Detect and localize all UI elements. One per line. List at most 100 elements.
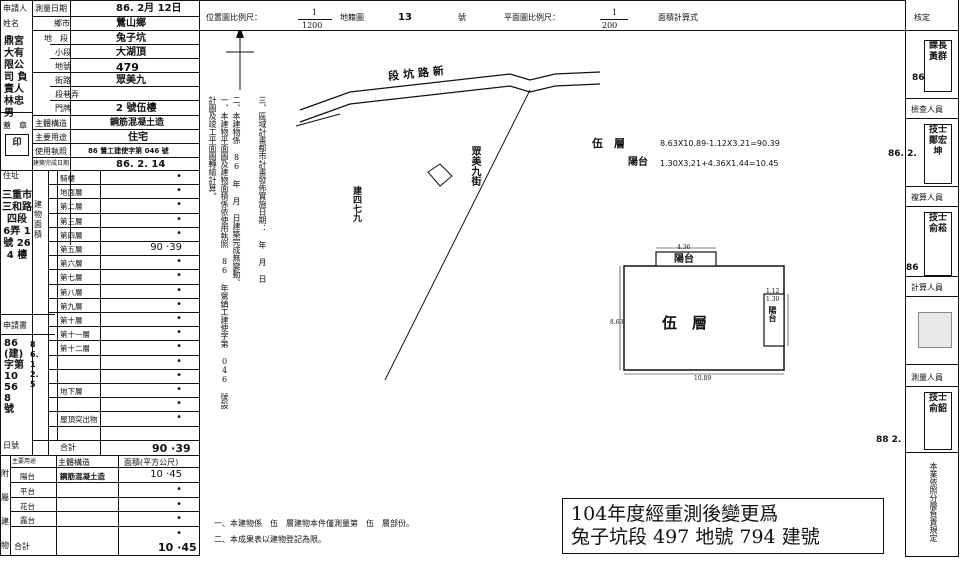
appurtenance-row: 平台• bbox=[10, 481, 200, 498]
cadastral-map-label: 地籍圖 bbox=[340, 13, 364, 22]
app-header-area: 面積(平方公尺) bbox=[124, 458, 179, 467]
township: 鶯山鄉 bbox=[116, 18, 146, 29]
building-footprint bbox=[427, 163, 453, 187]
plan-side-dim1: 1.12 bbox=[766, 288, 780, 295]
floor-row-value: 90 ·39 bbox=[150, 242, 182, 253]
total-label: 合計 bbox=[60, 443, 76, 452]
floors-side-label: 建物面積 bbox=[34, 200, 42, 239]
floor-row-value: • bbox=[176, 270, 182, 282]
floor-row-label: 第十層 bbox=[60, 316, 83, 325]
floor-row-label: 地下層 bbox=[60, 387, 83, 396]
address-text: 三重市三和路四段 6弄 1號 264 樓 bbox=[2, 190, 32, 261]
appurtenance-area: • bbox=[176, 498, 182, 510]
remeasure-line-1: 104年度經重測後變更爲 bbox=[571, 503, 779, 525]
structure-label: 主體構造 bbox=[35, 119, 67, 128]
floor-row: 屋頂突出物 • bbox=[48, 411, 200, 427]
checker-stamp: 技士鄭宏坤 bbox=[924, 124, 952, 184]
floor-row-value: • bbox=[176, 369, 182, 381]
floor-row-label: 屋頂突出物 bbox=[60, 415, 98, 425]
appurtenance-row: • bbox=[10, 526, 200, 542]
floor-row-value: • bbox=[176, 185, 182, 197]
road-edge bbox=[295, 113, 341, 127]
floor-row: 地面層 • bbox=[48, 184, 200, 200]
street-line bbox=[384, 89, 531, 381]
appurtenance-use: 露台 bbox=[20, 516, 35, 526]
approve-date: 86 bbox=[912, 73, 925, 83]
subsection-value: 大湖頂 bbox=[116, 47, 146, 58]
road-line-lower bbox=[299, 83, 601, 123]
floor-row-value: • bbox=[176, 355, 182, 367]
floor-row-value: • bbox=[176, 227, 182, 239]
township-label: 鄉市 bbox=[54, 19, 70, 28]
floor-row: 第十層• bbox=[48, 312, 200, 328]
app-total-value: 10 ·45 bbox=[158, 541, 197, 554]
floor-row-label: 第十二層 bbox=[60, 344, 90, 354]
floor-row-label: 第五層 bbox=[60, 245, 83, 254]
floor-row: 第三層 • bbox=[48, 213, 200, 228]
floor-row: 第四層• bbox=[48, 227, 200, 242]
measure-date: 88 2. bbox=[876, 435, 902, 445]
applicant-name: 鼎宮大有限公司 負責人 林忠男 bbox=[4, 36, 28, 119]
use-label: 主要用途 bbox=[35, 133, 67, 142]
site-drawing bbox=[226, 30, 789, 381]
street-label: 街路 bbox=[55, 76, 71, 85]
appurtenance-side-label: 附屬建物 bbox=[1, 469, 9, 550]
floor-row-value: • bbox=[176, 384, 182, 395]
remeasure-line-2: 兔子坑段 497 地號 794 建號 bbox=[571, 526, 820, 548]
floor-row-label: 地面層 bbox=[60, 188, 83, 198]
floor-row-value: • bbox=[176, 412, 182, 424]
calc-floor-label: 伍 層 bbox=[592, 137, 625, 150]
calc-floor-formula: 8.63X10.89-1.12X3.21=90.39 bbox=[660, 139, 780, 148]
floor-row-value: • bbox=[176, 199, 182, 211]
plan-side-dim2: 1.30 bbox=[766, 296, 780, 303]
use-value: 住宅 bbox=[128, 132, 148, 143]
total-value: 90 ·39 bbox=[152, 442, 191, 455]
floor-row: • bbox=[48, 369, 200, 384]
floor-row-label: 第六層 bbox=[60, 259, 83, 269]
lot-label: 地號 bbox=[55, 62, 71, 71]
floor-row-value: • bbox=[176, 213, 182, 225]
floor-row-value: • bbox=[176, 298, 182, 310]
street-value: 眾美九 bbox=[116, 75, 146, 86]
completion-label: 建築完成日期 bbox=[33, 160, 70, 167]
approve-label: 核定 bbox=[914, 13, 930, 22]
application-number: 86 (建)字第 10568 號 bbox=[4, 338, 24, 415]
number-value: 2 號伍樓 bbox=[116, 103, 157, 114]
plan-top-dim: 4.36 bbox=[677, 244, 691, 251]
calc-balcony-formula: 1.30X3.21+4.36X1.44=10.45 bbox=[660, 159, 779, 168]
note-3: 三、區域計畫都市計畫發佈實施日期： 年 月 日 bbox=[258, 96, 267, 283]
remeasure-note-box: 104年度經重測後變更爲 兔子坑段 497 地號 794 建號 bbox=[562, 498, 884, 554]
appurtenance-area: • bbox=[176, 528, 182, 540]
calculator-stamp-area bbox=[918, 312, 952, 348]
note-1: 一、本建物平面圖及建物面積係依使用執照 86 年鶯鎮工建使字第 046 號設計圖… bbox=[208, 96, 229, 409]
floor-row: 第九層• bbox=[48, 298, 200, 313]
appurtenance-area: • bbox=[176, 513, 182, 525]
floor-row-label: 騎樓 bbox=[60, 174, 75, 183]
balcony-top-outline bbox=[655, 251, 717, 267]
floor-row-label: 第三層 bbox=[60, 216, 83, 226]
name-label: 姓名 bbox=[3, 19, 19, 28]
floor-row: 騎樓 • bbox=[48, 170, 200, 186]
floor-row-label: 第二層 bbox=[60, 202, 83, 212]
survey-date: 86. 2月 12日 bbox=[116, 3, 182, 14]
location-scale-num: 1 bbox=[312, 8, 318, 17]
floor-row: 第十一層• bbox=[48, 326, 200, 342]
floor-row: • bbox=[48, 397, 200, 413]
area-calc-label: 面積計算式 bbox=[658, 13, 698, 22]
floor-row: 第六層• bbox=[48, 255, 200, 271]
checker-label: 檢查人員 bbox=[911, 105, 943, 114]
plan-scale-num: 1 bbox=[612, 8, 618, 17]
applicant-label: 申請人 bbox=[3, 4, 27, 13]
floor-row-label: 第八層 bbox=[60, 287, 83, 297]
recalc-stamp: 技士俞菘 bbox=[924, 212, 952, 276]
appurtenance-use: 花台 bbox=[20, 501, 35, 511]
floor-row-value: • bbox=[176, 171, 182, 182]
section-label: 段 bbox=[60, 34, 68, 43]
floor-row: 第八層• bbox=[48, 284, 200, 299]
floor-row: 地下層 • bbox=[48, 383, 200, 399]
appurtenance-structure: 鋼筋混凝土造 bbox=[60, 472, 105, 481]
date-label: 日號 bbox=[3, 441, 19, 450]
plan-scale-label: 平面圖比例尺： bbox=[504, 13, 560, 22]
floor-row: 第七層• bbox=[48, 269, 200, 285]
